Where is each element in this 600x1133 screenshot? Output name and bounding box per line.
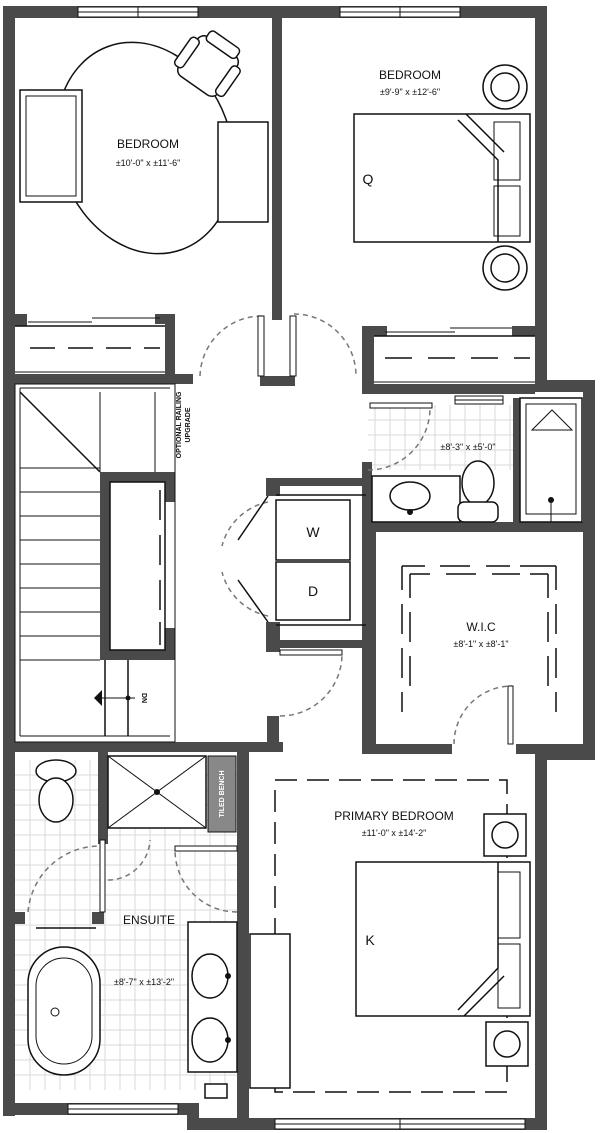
bath-tile-grid (368, 405, 518, 470)
staircase (14, 383, 176, 743)
railing-upgrade-label-2: UPGRADE (185, 407, 192, 442)
wic-label: W.I.C (466, 620, 496, 634)
ensuite-dims: ±8'-7" x ±13'-2" (114, 977, 174, 987)
tiled-bench-label: TILED BENCH (219, 770, 226, 817)
wic-dims: ±8'-1" x ±8'-1" (453, 639, 508, 649)
bedroom-left-label: BEDROOM (117, 137, 179, 151)
right-bedroom-furniture (353, 64, 531, 291)
doors (27, 313, 514, 913)
dryer-label: D (308, 583, 318, 599)
primary-bedroom-label: PRIMARY BEDROOM (334, 809, 454, 823)
bedroom-right-dims: ±9'-9" x ±12'-6" (380, 87, 440, 97)
washer-label: W (306, 524, 320, 540)
interior-walls (3, 18, 583, 1118)
closets (15, 317, 557, 712)
primary-bedroom-furniture (249, 779, 531, 1093)
bath-dims: ±8'-3" x ±5'-0" (440, 442, 495, 452)
bedroom-right-label: BEDROOM (379, 68, 441, 82)
railing-upgrade-label: OPTIONAL RAILING (176, 391, 183, 458)
bedroom-left-dims: ±10'-0" x ±11'-6" (116, 158, 181, 168)
primary-bedroom-dims: ±11'-0" x ±14'-2" (362, 828, 427, 838)
queen-bed-label: Q (363, 171, 374, 187)
left-bedroom-furniture (19, 30, 269, 255)
laundry-closet (275, 494, 366, 626)
windows (67, 6, 526, 1130)
king-bed-label: K (365, 932, 375, 948)
ensuite-fixtures (27, 755, 238, 1099)
bath-fixtures (371, 397, 583, 523)
ensuite-label: ENSUITE (123, 913, 175, 927)
stair-dn-label: DN (140, 693, 147, 703)
